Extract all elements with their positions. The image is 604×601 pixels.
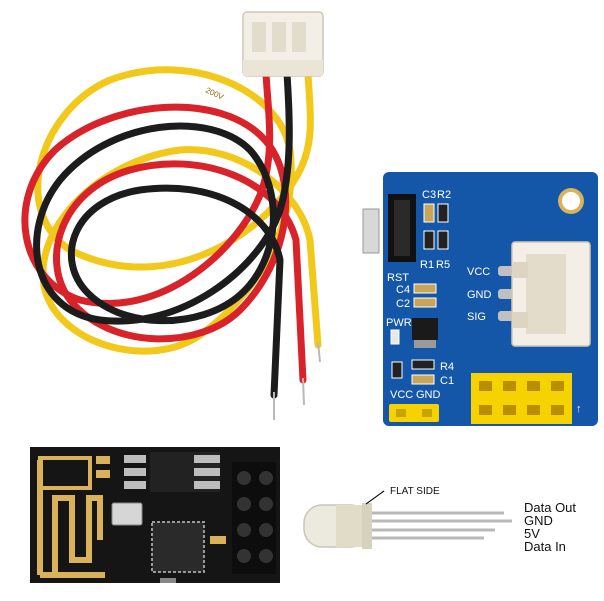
tinned-end bbox=[317, 341, 321, 363]
smd-r2 bbox=[437, 203, 449, 223]
flat-side-label: FLAT SIDE bbox=[390, 486, 440, 497]
wire-black bbox=[33, 70, 293, 399]
smd-r4 bbox=[411, 359, 435, 370]
jst-plug bbox=[242, 11, 324, 77]
rgb-led bbox=[303, 503, 512, 549]
smd-c3 bbox=[423, 203, 435, 223]
jst-cable: 200V bbox=[21, 11, 324, 420]
esp01-pins bbox=[232, 462, 276, 574]
pin-label-data-out: Data Out bbox=[524, 500, 576, 515]
solder-jumper bbox=[389, 404, 439, 422]
label-vcc-bottom: VCC bbox=[390, 389, 413, 401]
flat-side-pointer bbox=[365, 490, 385, 505]
label-rst: RST bbox=[387, 272, 409, 284]
smd-c4 bbox=[413, 283, 437, 294]
board-jst-connector bbox=[511, 241, 591, 347]
led-socket-header bbox=[471, 373, 572, 424]
pin-label-gnd: GND bbox=[524, 513, 553, 528]
label-c4: C4 bbox=[396, 284, 410, 296]
smd-r3 bbox=[391, 361, 403, 379]
voltage-regulator-ic bbox=[412, 318, 438, 340]
smd-r1 bbox=[423, 230, 435, 250]
label-gnd-bottom: GND bbox=[416, 389, 441, 401]
label-r1: R1 bbox=[420, 259, 434, 271]
led-controller-board: C3 R2 R1 R5 RST C4 C2 PWR R4 C1 VCC GND … bbox=[362, 172, 598, 426]
label-gnd: GND bbox=[467, 289, 492, 301]
label-arrow: ↑ bbox=[576, 403, 582, 415]
label-r4: R4 bbox=[440, 361, 454, 373]
label-c2: C2 bbox=[396, 298, 410, 310]
tinned-end bbox=[302, 377, 305, 406]
label-pwr: PWR bbox=[386, 317, 412, 329]
label-r5: R5 bbox=[436, 259, 450, 271]
esp8266-chip bbox=[152, 522, 204, 572]
reset-switch bbox=[362, 194, 416, 262]
pin-label-5v: 5V bbox=[524, 526, 540, 541]
smd-c2 bbox=[413, 297, 437, 308]
label-vcc: VCC bbox=[467, 266, 490, 278]
pin-label-data-in: Data In bbox=[524, 539, 566, 554]
esp01-module bbox=[30, 447, 280, 583]
crystal bbox=[111, 502, 143, 526]
pwr-led bbox=[390, 329, 400, 345]
wire-red bbox=[21, 70, 307, 384]
label-r2: R2 bbox=[437, 189, 451, 201]
smd-r5 bbox=[437, 230, 449, 250]
wire-print: 200V bbox=[204, 86, 225, 102]
smd-c1 bbox=[411, 374, 435, 385]
label-sig: SIG bbox=[467, 311, 486, 323]
label-c3: C3 bbox=[422, 189, 436, 201]
label-c1: C1 bbox=[440, 375, 454, 387]
